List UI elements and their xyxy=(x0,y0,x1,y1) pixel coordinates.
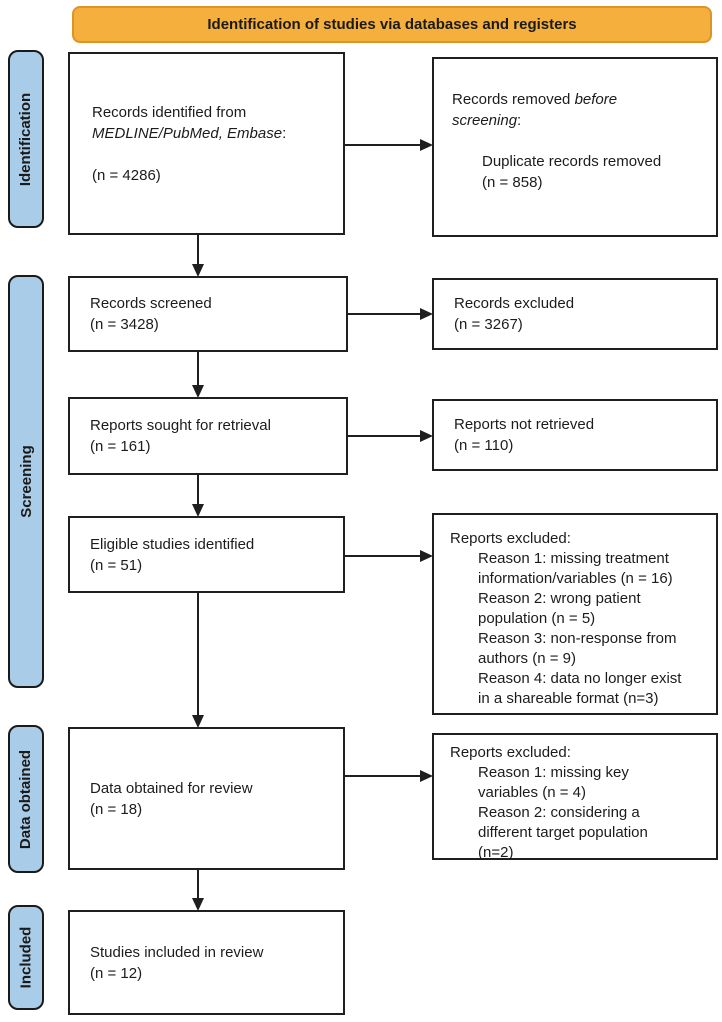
stage-label-data-obtained-text: Data obtained xyxy=(17,749,35,849)
header-title: Identification of studies via databases … xyxy=(207,16,577,33)
stage-label-screening-text: Screening xyxy=(17,445,35,518)
records-identified-count: (n = 4286) xyxy=(92,166,161,184)
reports-sought-text: Reports sought for retrieval xyxy=(90,417,271,434)
header-banner: Identification of studies via databases … xyxy=(72,6,712,43)
reports-excluded-eligibility-box: Reports excluded: Reason 1: missing trea… xyxy=(432,513,718,715)
records-removed-sub-count: (n = 858) xyxy=(482,174,543,191)
stage-label-included-text: Included xyxy=(17,926,35,989)
stage-label-screening: Screening xyxy=(8,275,44,688)
records-screened-box: Records screened (n = 3428) xyxy=(68,276,348,352)
eligible-studies-count: (n = 51) xyxy=(90,556,143,574)
reports-sought-count: (n = 161) xyxy=(90,438,151,455)
reports-excluded-eligibility-title: Reports excluded: xyxy=(450,530,571,547)
stage-label-included: Included xyxy=(8,905,44,1010)
stage-label-identification-text: Identification xyxy=(17,92,35,186)
arrow-identified-to-screened xyxy=(192,235,204,277)
records-screened-text: Records screened xyxy=(90,295,212,312)
records-excluded-count: (n = 3267) xyxy=(454,316,523,333)
studies-included-text: Studies included in review xyxy=(90,943,264,961)
records-removed-subtext: Duplicate records removed (n = 858) xyxy=(482,151,676,193)
arrow-sought-to-not-retrieved xyxy=(348,430,433,442)
arrow-identified-to-removed xyxy=(345,139,433,151)
arrow-sought-to-eligible xyxy=(192,475,204,517)
records-excluded-text: Records excluded xyxy=(454,295,575,312)
arrow-eligible-to-data-obtained xyxy=(192,593,204,728)
records-removed-box: Records removed before screening: Duplic… xyxy=(432,57,718,237)
reports-excluded-data-box: Reports excluded: Reason 1: missing key … xyxy=(432,733,718,861)
reports-not-retrieved-box: Reports not retrieved (n = 110) xyxy=(432,399,718,471)
stage-label-identification: Identification xyxy=(8,50,44,228)
reports-excluded-data-title: Reports excluded: xyxy=(450,744,571,761)
records-identified-text: Records identified from MEDLINE/PubMed, … xyxy=(92,103,287,142)
exclusion-reason: Reason 2: considering a different target… xyxy=(478,804,648,861)
reports-not-retrieved-count: (n = 110) xyxy=(454,437,514,454)
records-screened-count: (n = 3428) xyxy=(90,316,159,333)
records-removed-text: Records removed before screening: xyxy=(452,91,618,129)
exclusion-reason: Reason 3: non-response from authors (n =… xyxy=(478,630,677,667)
records-removed-sub-line: Duplicate records removed xyxy=(482,153,662,170)
arrow-eligible-to-excluded xyxy=(345,550,433,562)
exclusion-reason: Reason 1: missing treatment information/… xyxy=(478,550,673,587)
records-identified-box: Records identified from MEDLINE/PubMed, … xyxy=(68,52,345,235)
data-obtained-box: Data obtained for review (n = 18) xyxy=(68,727,345,870)
eligible-studies-box: Eligible studies identified (n = 51) xyxy=(68,516,345,593)
studies-included-count: (n = 12) xyxy=(90,964,143,982)
reports-sought-box: Reports sought for retrieval (n = 161) xyxy=(68,397,348,475)
eligible-studies-text: Eligible studies identified xyxy=(90,535,255,553)
records-excluded-box: Records excluded (n = 3267) xyxy=(432,278,718,350)
data-obtained-count: (n = 18) xyxy=(90,800,143,818)
stage-label-data-obtained: Data obtained xyxy=(8,725,44,873)
reports-not-retrieved-text: Reports not retrieved xyxy=(454,416,595,433)
studies-included-box: Studies included in review (n = 12) xyxy=(68,910,345,1015)
data-obtained-text: Data obtained for review xyxy=(90,779,253,797)
arrow-screened-to-sought xyxy=(192,352,204,398)
exclusion-reason: Reason 1: missing key variables (n = 4) xyxy=(478,764,629,801)
arrow-screened-to-excluded xyxy=(348,308,433,320)
exclusion-reason: Reason 2: wrong patient population (n = … xyxy=(478,590,641,627)
arrow-data-obtained-to-excluded xyxy=(345,770,433,782)
arrow-data-obtained-to-included xyxy=(192,870,204,911)
exclusion-reason: Reason 4: data no longer exist in a shar… xyxy=(478,670,682,707)
